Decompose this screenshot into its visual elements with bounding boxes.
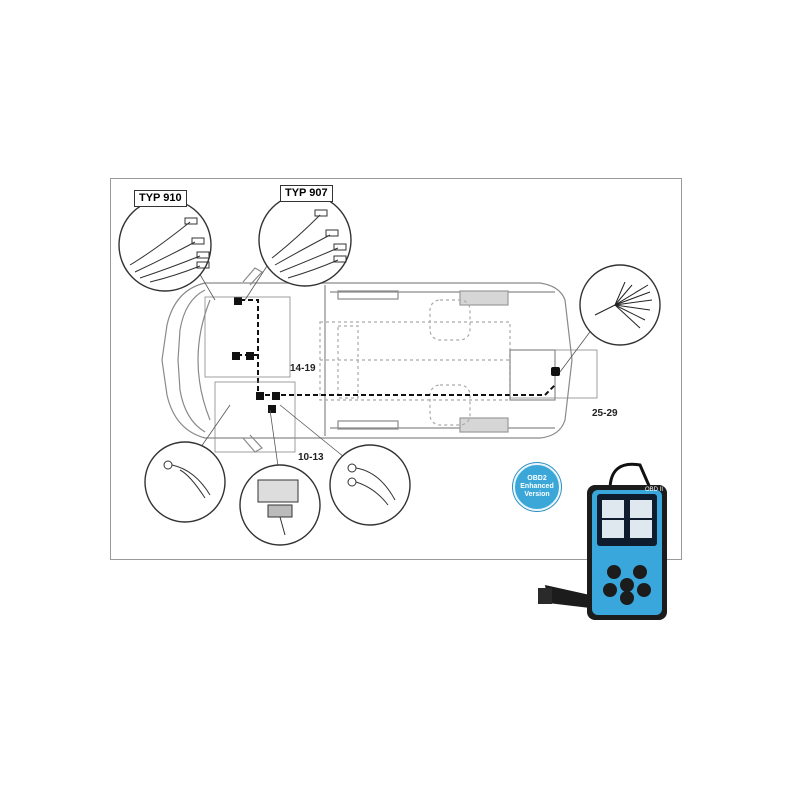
obd-scanner	[538, 462, 667, 620]
ref-14-19: 14-19	[290, 363, 316, 374]
module-box	[257, 479, 299, 536]
ref-25-29: 25-29	[592, 408, 618, 419]
callout-boxes	[204, 296, 598, 453]
ring-terminal-wires	[163, 460, 396, 506]
typ907-label: TYP 907	[280, 185, 333, 202]
van-outline	[161, 267, 573, 453]
connectors	[232, 297, 560, 413]
loom-wires	[594, 281, 653, 329]
leader-lines	[164, 214, 611, 481]
device-brand: OBD II	[645, 487, 664, 493]
detail-circles	[118, 193, 661, 546]
ref-10-13: 10-13	[298, 452, 324, 463]
typ910-label: TYP 910	[134, 190, 187, 207]
typ907-wires	[271, 209, 347, 279]
badge-line2: Enhanced	[520, 483, 554, 490]
obd2-enhanced-badge: OBD2 Enhanced Version	[513, 463, 561, 511]
badge-line3: Version	[524, 491, 550, 498]
wiring-harness	[238, 299, 556, 396]
badge-line1: OBD2	[527, 475, 547, 482]
typ910-wires	[129, 217, 210, 283]
